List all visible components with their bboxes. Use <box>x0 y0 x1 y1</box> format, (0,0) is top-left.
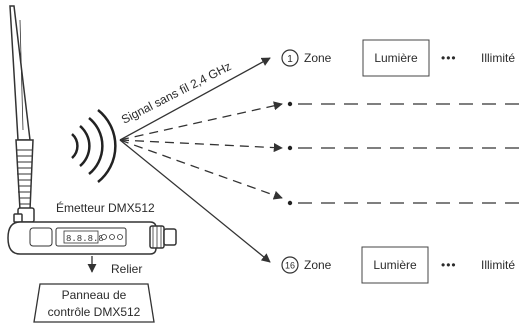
unlimited-label: Illimité <box>481 258 515 272</box>
connect-label: Relier <box>111 262 142 276</box>
wireless-signal-icon <box>71 109 117 183</box>
signal-line-2 <box>119 101 283 141</box>
intermediate-zones <box>287 101 522 206</box>
panel-label-line-1: Panneau de <box>62 288 127 302</box>
zone-label: Zone <box>304 51 332 65</box>
transmitter-label: Émetteur DMX512 <box>56 200 155 215</box>
signal-line-4 <box>119 139 283 200</box>
zone-row-16: 16 Zone Lumière ••• Illimité <box>281 246 515 284</box>
zone-number: 1 <box>287 54 293 65</box>
unlimited-label: Illimité <box>481 51 515 65</box>
signal-label: Signal sans fil 2,4 GHz <box>119 59 234 127</box>
zone-row-1: 1 Zone Lumière ••• Illimité <box>281 39 515 77</box>
light-label: Lumière <box>373 258 417 272</box>
signal-line-zone-16 <box>119 139 271 263</box>
signal-lines <box>119 57 283 263</box>
signal-line-3 <box>119 139 283 153</box>
dmx512-control-panel: Panneau de contrôle DMX512 <box>33 283 155 323</box>
zone-label: Zone <box>304 258 332 272</box>
panel-label-line-2: contrôle DMX512 <box>48 305 141 319</box>
svg-text:8.8.8.8: 8.8.8.8 <box>66 234 104 244</box>
antenna-icon <box>9 5 35 223</box>
zone-number: 16 <box>285 261 295 271</box>
signal-line-zone-1 <box>119 57 271 141</box>
dmx512-transmitter-device: 8.8.8.8 <box>7 221 177 255</box>
more-dots: ••• <box>441 258 457 272</box>
more-dots: ••• <box>441 51 457 65</box>
light-label: Lumière <box>374 51 418 65</box>
